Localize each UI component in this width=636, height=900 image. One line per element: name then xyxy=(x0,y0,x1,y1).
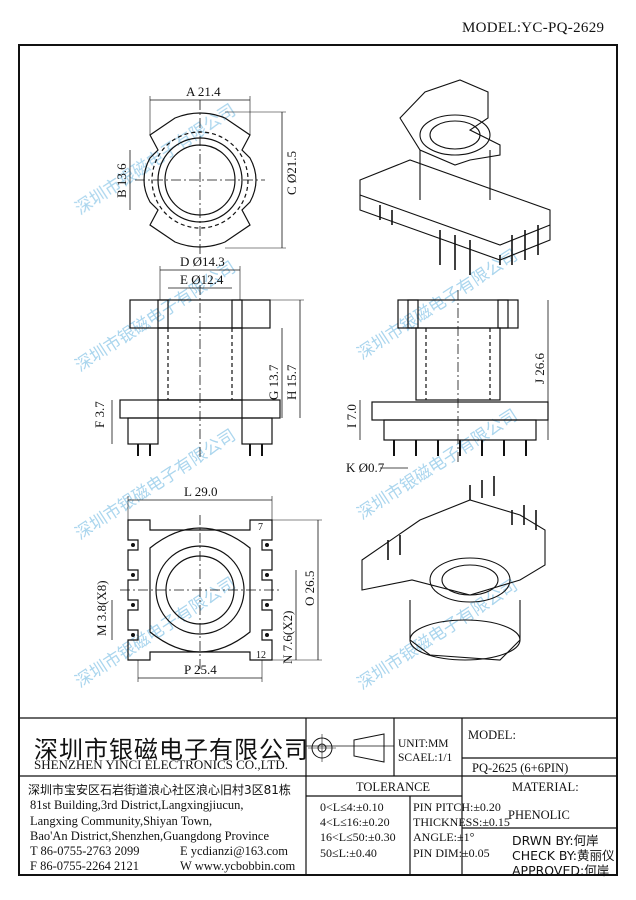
drawing-frame xyxy=(18,44,618,876)
projection-symbol xyxy=(308,733,385,763)
company-tel: T 86-0755-2763 2099 xyxy=(30,844,140,858)
company-name-en: SHENZHEN YINCI ELECTRONICS CO.,LTD. xyxy=(34,757,288,772)
tolerance-right-3: PIN DIM:±0.05 xyxy=(413,846,490,860)
company-address-en-3: Bao'An District,Shenzhen,Guangdong Provi… xyxy=(30,829,270,843)
dim-h-label: H 15.7 xyxy=(284,364,299,400)
material-value: PHENOLIC xyxy=(508,808,570,822)
dim-b-label: B 13.6 xyxy=(114,163,129,198)
tolerance-left-3: 50≤L:±0.40 xyxy=(320,846,377,860)
dim-a-label: A 21.4 xyxy=(186,84,221,99)
dim-e-label: E Ø12.4 xyxy=(180,272,224,287)
dim-d-label: D Ø14.3 xyxy=(180,254,225,269)
model-title: MODEL:YC-PQ-2629 xyxy=(462,20,605,36)
side-pins xyxy=(393,440,527,456)
company-address-en-1: 81st Building,3rd District,Langxingjiucu… xyxy=(30,798,244,812)
dim-g-label: G 13.7 xyxy=(266,364,281,400)
tolerance-left-0: 0<L≤4:±0.10 xyxy=(320,800,384,814)
iso-view-top xyxy=(359,79,551,275)
side-view: J 26.6 I 7.0 K Ø0.7 xyxy=(344,290,549,475)
check-by: CHECK BY:黄丽仪 xyxy=(512,848,615,863)
company-address-cn: 深圳市宝安区石岩街道浪心社区浪心旧村3区81栋 xyxy=(28,783,291,797)
company-address-en-2: Langxing Community,Shiyan Town, xyxy=(30,814,213,828)
material-label: MATERIAL: xyxy=(512,780,579,794)
tolerance-right-0: PIN PITCH:±0.20 xyxy=(413,800,501,814)
tolerance-left-1: 4<L≤16:±0.20 xyxy=(320,815,390,829)
tolerance-left-2: 16<L≤50:±0.30 xyxy=(320,830,396,844)
dim-p-label: P 25.4 xyxy=(184,662,217,677)
title-block-grid xyxy=(18,717,618,876)
scale-label: SCAEL:1/1 xyxy=(398,752,453,764)
top-view-flange-outline xyxy=(143,112,257,248)
dim-n-label: N 7.6(X2) xyxy=(280,611,295,664)
dim-k-label: K Ø0.7 xyxy=(346,460,385,475)
dim-c-label: C Ø21.5 xyxy=(284,151,299,195)
company-email: E ycdianzi@163.com xyxy=(180,844,289,858)
unit-label: UNIT:MM xyxy=(398,738,449,750)
tolerance-right-2: ANGLE:±1° xyxy=(413,830,475,844)
dim-o-label: O 26.5 xyxy=(302,571,317,606)
watermark-2: 深圳市银磁电子有限公司 xyxy=(354,246,522,365)
drawn-by: DRWN BY:何岸 xyxy=(512,833,599,848)
dim-i-label: I 7.0 xyxy=(344,404,359,428)
pin-7-label: 7 xyxy=(258,522,263,533)
dim-m-label: M 3.8(X8) xyxy=(94,580,109,636)
company-name-cn: 深圳市银磁电子有限公司 xyxy=(34,736,309,764)
dim-l-label: L 29.0 xyxy=(184,484,217,499)
watermark-1: 深圳市银磁电子有限公司 xyxy=(72,101,240,220)
model-label: MODEL: xyxy=(468,728,516,742)
pin-12-label: 12 xyxy=(256,650,266,661)
top-view: A 21.4 B 13.6 C Ø21.5 xyxy=(114,84,299,258)
dim-f-label: F 3.7 xyxy=(92,401,107,428)
company-fax: F 86-0755-2264 2121 xyxy=(30,859,140,873)
bottom-view: L 29.0 7 12 M 3.8(X8) N 7.6(X2) O 26.5 P… xyxy=(94,484,322,682)
front-view: D Ø14.3 E Ø12.4 F 3.7 G 13.7 H 15.7 xyxy=(92,254,304,460)
approved-by: APPROVED:何岸 xyxy=(512,863,610,878)
tolerance-title: TOLERANCE xyxy=(356,780,431,794)
company-web: W www.ycbobbin.com xyxy=(180,859,296,873)
side-bottom-flange xyxy=(371,401,549,421)
model-value: PQ-2625 (6+6PIN) xyxy=(472,761,569,775)
iso-view-bottom xyxy=(361,476,546,661)
bottom-pin-dots xyxy=(131,543,269,637)
dim-j-label: J 26.6 xyxy=(532,352,547,384)
tolerance-right-1: THICKNESS:±0.15 xyxy=(413,815,510,829)
